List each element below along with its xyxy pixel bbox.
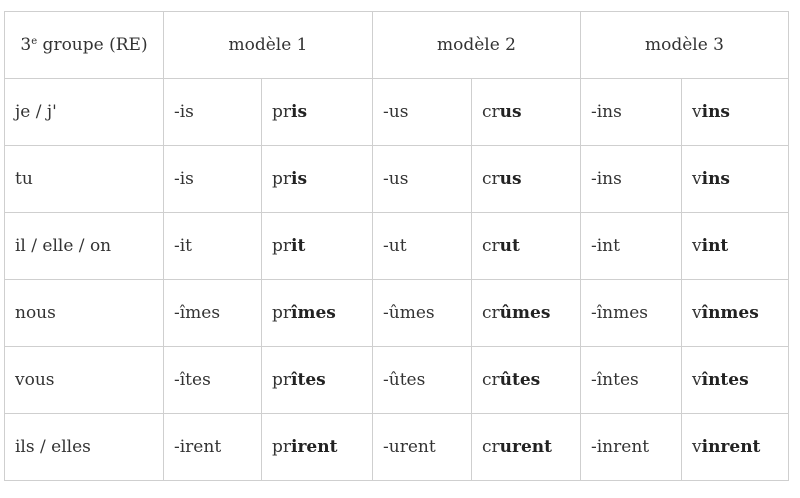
- example-stem: cr: [482, 236, 500, 256]
- example-stem: cr: [482, 370, 500, 390]
- group-ordinal: e: [31, 36, 38, 47]
- example-cell: crus: [471, 78, 581, 146]
- example-suffix: ûmes: [499, 303, 551, 323]
- example-suffix: ûtes: [499, 370, 541, 390]
- example-stem: cr: [482, 303, 500, 323]
- example-suffix: is: [291, 102, 308, 122]
- example-cell: prit: [261, 212, 373, 280]
- example-suffix: irent: [291, 437, 338, 457]
- example-suffix: int: [701, 236, 729, 256]
- ending-cell: -întes: [580, 346, 682, 414]
- table-row: vous -îtes prîtes -ûtes crûtes -întes vî…: [4, 346, 789, 414]
- example-stem: v: [692, 169, 702, 189]
- example-cell: prîmes: [261, 279, 373, 347]
- pronoun-cell: nous: [4, 279, 164, 347]
- example-suffix: urent: [499, 437, 553, 457]
- example-cell: crus: [471, 145, 581, 213]
- example-cell: prîtes: [261, 346, 373, 414]
- table-row: ils / elles -irent prirent -urent cruren…: [4, 413, 789, 481]
- example-stem: cr: [482, 437, 500, 457]
- table-row: tu -is pris -us crus -ins vins: [4, 145, 789, 213]
- ending-cell: -int: [580, 212, 682, 280]
- example-stem: v: [692, 370, 702, 390]
- ending-cell: -irent: [163, 413, 262, 481]
- ending-cell: -ut: [372, 212, 472, 280]
- example-stem: v: [692, 437, 702, 457]
- example-suffix: inrent: [701, 437, 761, 457]
- model-3-header: modèle 3: [580, 11, 789, 79]
- ending-cell: -îtes: [163, 346, 262, 414]
- example-suffix: întes: [701, 370, 749, 390]
- example-suffix: it: [291, 236, 306, 256]
- example-cell: crûmes: [471, 279, 581, 347]
- ending-cell: -it: [163, 212, 262, 280]
- ending-cell: -us: [372, 145, 472, 213]
- ending-cell: -ins: [580, 145, 682, 213]
- example-stem: v: [692, 236, 702, 256]
- pronoun-cell: vous: [4, 346, 164, 414]
- example-stem: cr: [482, 102, 500, 122]
- example-cell: vînmes: [681, 279, 789, 347]
- ending-cell: -urent: [372, 413, 472, 481]
- ending-cell: -ûtes: [372, 346, 472, 414]
- example-cell: vint: [681, 212, 789, 280]
- example-cell: vins: [681, 145, 789, 213]
- table-row: il / elle / on -it prit -ut crut -int vi…: [4, 212, 789, 280]
- example-cell: crûtes: [471, 346, 581, 414]
- example-stem: pr: [272, 102, 292, 122]
- table-row: nous -îmes prîmes -ûmes crûmes -înmes vî…: [4, 279, 789, 347]
- example-suffix: îtes: [291, 370, 326, 390]
- ending-cell: -is: [163, 78, 262, 146]
- pronoun-cell: il / elle / on: [4, 212, 164, 280]
- example-suffix: is: [291, 169, 308, 189]
- example-cell: crut: [471, 212, 581, 280]
- example-stem: pr: [272, 169, 292, 189]
- model-1-header: modèle 1: [163, 11, 373, 79]
- example-stem: pr: [272, 370, 292, 390]
- ending-cell: -us: [372, 78, 472, 146]
- ending-cell: -înmes: [580, 279, 682, 347]
- header-row: 3e groupe (RE) modèle 1 modèle 2 modèle …: [4, 11, 789, 79]
- ending-cell: -ûmes: [372, 279, 472, 347]
- example-suffix: us: [499, 102, 522, 122]
- example-stem: v: [692, 303, 702, 323]
- example-stem: cr: [482, 169, 500, 189]
- example-cell: crurent: [471, 413, 581, 481]
- example-cell: prirent: [261, 413, 373, 481]
- table-row: je / j' -is pris -us crus -ins vins: [4, 78, 789, 146]
- example-cell: vins: [681, 78, 789, 146]
- group-label: groupe (RE): [37, 35, 148, 55]
- ending-cell: -inrent: [580, 413, 682, 481]
- example-stem: pr: [272, 437, 292, 457]
- example-suffix: înmes: [701, 303, 759, 323]
- pronoun-cell: ils / elles: [4, 413, 164, 481]
- example-suffix: ut: [499, 236, 520, 256]
- conjugation-table-wrapper: 3e groupe (RE) modèle 1 modèle 2 modèle …: [4, 11, 789, 481]
- example-cell: vinrent: [681, 413, 789, 481]
- example-stem: pr: [272, 236, 292, 256]
- ending-cell: -ins: [580, 78, 682, 146]
- example-suffix: ins: [701, 169, 730, 189]
- conjugation-table: 3e groupe (RE) modèle 1 modèle 2 modèle …: [4, 11, 789, 481]
- group-header: 3e groupe (RE): [4, 11, 164, 79]
- ending-cell: -is: [163, 145, 262, 213]
- example-cell: pris: [261, 145, 373, 213]
- example-stem: pr: [272, 303, 292, 323]
- example-cell: vîntes: [681, 346, 789, 414]
- ending-cell: -îmes: [163, 279, 262, 347]
- group-number: 3: [20, 35, 32, 55]
- pronoun-cell: je / j': [4, 78, 164, 146]
- model-2-header: modèle 2: [372, 11, 581, 79]
- example-cell: pris: [261, 78, 373, 146]
- example-suffix: ins: [701, 102, 730, 122]
- pronoun-cell: tu: [4, 145, 164, 213]
- example-suffix: us: [499, 169, 522, 189]
- example-stem: v: [692, 102, 702, 122]
- example-suffix: îmes: [291, 303, 336, 323]
